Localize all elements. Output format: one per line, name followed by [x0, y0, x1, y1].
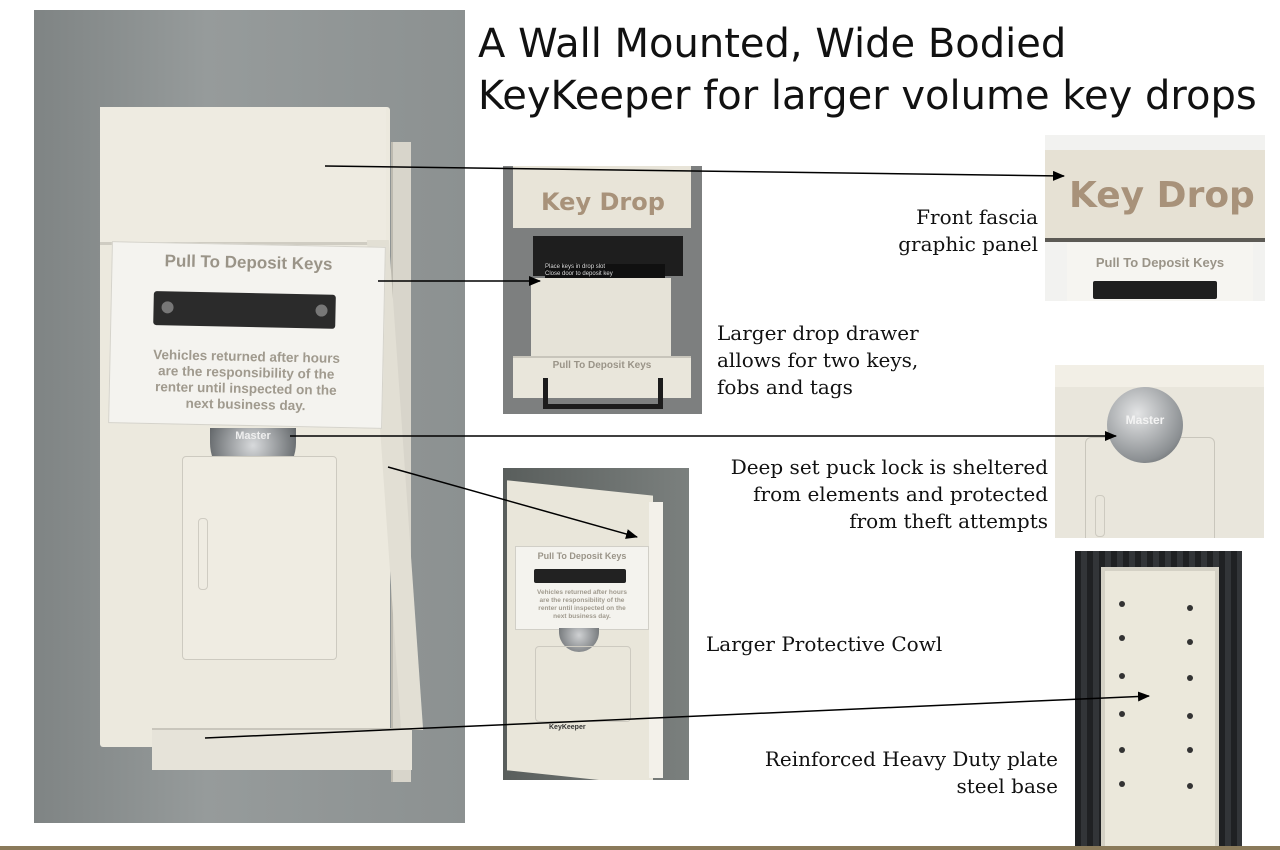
cowl-plate-line: Vehicles returned after hours — [537, 589, 627, 596]
fascia-panel-text: Key Drop — [1069, 175, 1255, 216]
fascia-photo: Key Drop Pull To Deposit Keys — [1045, 135, 1265, 301]
caption-line: graphic panel — [898, 232, 1038, 256]
cowl-plate-heading: Pull To Deposit Keys — [537, 551, 627, 561]
open-drawer — [531, 278, 671, 360]
caption-line: fobs and tags — [717, 375, 853, 399]
caption-line: Deep set puck lock is sheltered — [730, 455, 1048, 479]
caption-base: Reinforced Heavy Duty plate steel base — [738, 746, 1058, 800]
title-line-1: A Wall Mounted, Wide Bodied — [478, 21, 1067, 67]
caption-line: Larger drop drawer — [717, 321, 919, 345]
bottom-rule — [0, 846, 1280, 850]
arrow-fascia — [324, 165, 1065, 181]
steel-base-plate — [1101, 567, 1219, 848]
arrow-cowl — [387, 466, 638, 539]
caption-drawer: Larger drop drawer allows for two keys, … — [717, 320, 977, 401]
drawer-front-text: Pull To Deposit Keys — [552, 360, 652, 371]
cowl-photo: Pull To Deposit Keys Vehicles returned a… — [503, 468, 689, 780]
cowl-plate-line: are the responsibility of the — [539, 597, 625, 604]
drawer-panel-text: Key Drop — [541, 188, 665, 216]
lock-brand: Master — [235, 430, 271, 442]
title-line-2: KeyKeeper for larger volume key drops — [478, 73, 1257, 119]
fascia-plate-text: Pull To Deposit Keys — [1095, 255, 1225, 270]
lock-photo-puck: Master — [1107, 387, 1183, 463]
caption-line: from elements and protected — [753, 482, 1048, 506]
cowl-brand: KeyKeeper — [549, 724, 586, 731]
caption-line: Larger Protective Cowl — [706, 632, 943, 656]
caption-front-fascia: Front fascia graphic panel — [860, 204, 1038, 258]
slide-title: A Wall Mounted, Wide Bodied KeyKeeper fo… — [478, 18, 1268, 122]
caption-line: from theft attempts — [849, 509, 1048, 533]
arrow-base — [204, 691, 1150, 739]
caption-cowl: Larger Protective Cowl — [706, 631, 1006, 658]
caption-lock: Deep set puck lock is sheltered from ele… — [690, 454, 1048, 535]
sticker-line: Place keys in drop slot — [545, 264, 606, 270]
caption-line: allows for two keys, — [717, 348, 919, 372]
caption-line: Front fascia — [916, 205, 1038, 229]
drawer-photo: Key Drop Place keys in drop slot Close d… — [503, 166, 702, 414]
caption-line: steel base — [956, 774, 1058, 798]
lock-photo: Master — [1055, 365, 1264, 538]
base-photo — [1075, 551, 1242, 848]
fascia-panel — [100, 107, 386, 245]
main-product-photo: Pull To Deposit Keys Vehicles returned a… — [34, 10, 465, 823]
sticker-line: Close door to deposit key — [545, 271, 613, 277]
cowl-plate-line: next business day. — [553, 613, 611, 620]
lock-photo-brand: Master — [1125, 413, 1165, 427]
caption-line: Reinforced Heavy Duty plate — [764, 747, 1058, 771]
cowl-plate-line: renter until inspected on the — [538, 605, 626, 612]
